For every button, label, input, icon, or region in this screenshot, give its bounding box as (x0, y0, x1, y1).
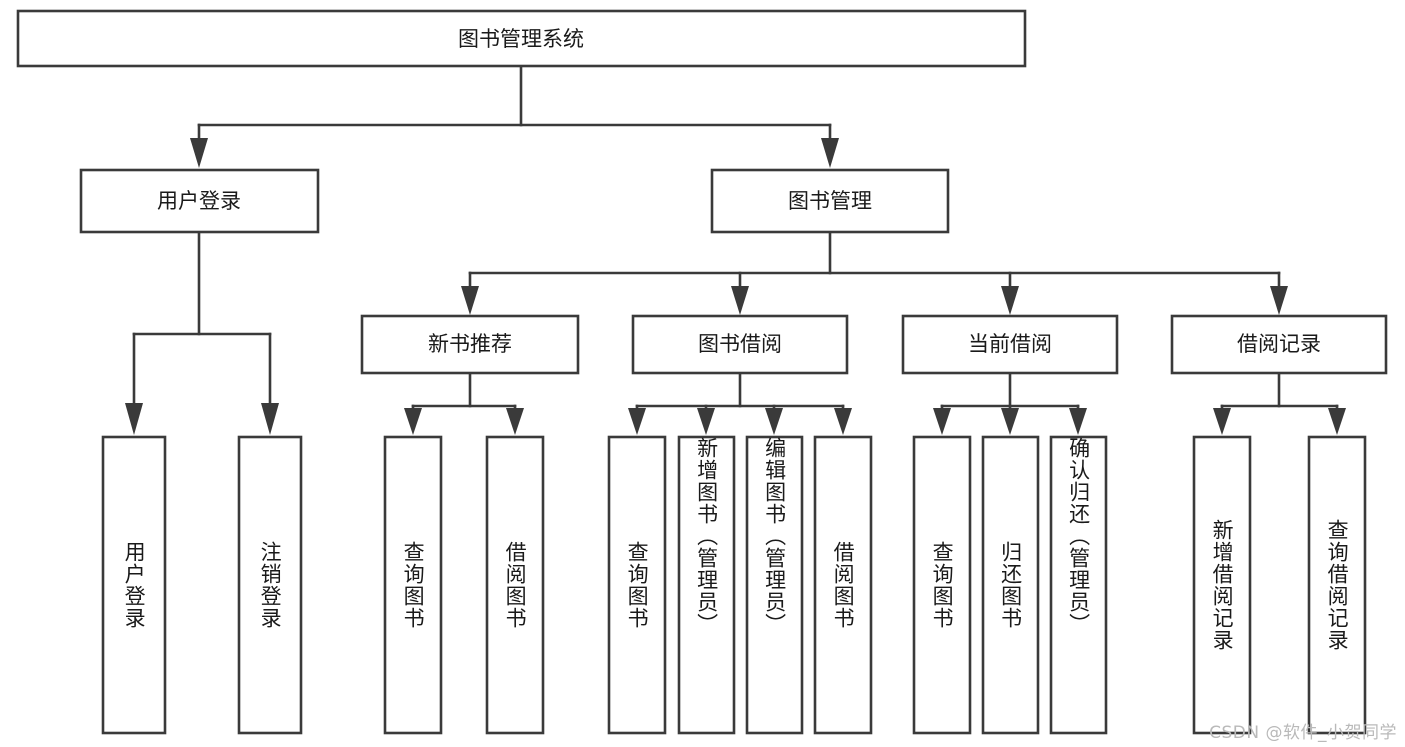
arrow-head-leaf-add-record (1213, 408, 1231, 435)
arrow-head-book-mgmt (821, 138, 839, 168)
leaf-box-borrow-book-1[interactable] (485, 435, 545, 735)
arrow-head-leaf-return-book (1001, 408, 1019, 435)
leaf-box-query-book-2[interactable] (607, 435, 667, 735)
node-current-borrowing-label: 当前借阅 (968, 332, 1052, 356)
node-root-label: 图书管理系统 (458, 27, 584, 51)
leaf-box-borrow-book-2[interactable] (813, 435, 873, 735)
leaf-box-return-book[interactable] (981, 435, 1040, 735)
arrow-head-leaf-borrow-book-2 (834, 408, 852, 435)
watermark-text: CSDN @软件_小贺同学 (1209, 723, 1397, 743)
node-user-login-label: 用户登录 (157, 189, 241, 213)
arrow-head-leaf-confirm-return (1069, 408, 1087, 435)
arrow-head-current-borrow (1001, 286, 1019, 315)
node-book-borrowing-label: 图书借阅 (698, 332, 782, 356)
node-borrowing-record[interactable] (1170, 314, 1388, 375)
leaf-box-user-login[interactable] (101, 435, 167, 735)
arrow-head-book-borrow (731, 286, 749, 315)
arrow-head-leaf-add-book (697, 408, 715, 435)
arrow-head-leaf-edit-book (765, 408, 783, 435)
node-new-book-recommendation[interactable] (360, 314, 580, 375)
arrow-head-leaf-logout (261, 403, 279, 435)
leaf-box-logout[interactable] (237, 435, 303, 735)
node-book-management[interactable] (710, 168, 950, 234)
leaf-box-query-book-1[interactable] (383, 435, 443, 735)
node-user-login[interactable] (79, 168, 320, 234)
arrow-head-leaf-query-book-3 (933, 408, 951, 435)
leaf-box-query-borrow-record[interactable] (1307, 435, 1367, 735)
node-book-management-label: 图书管理 (788, 189, 872, 213)
arrow-head-leaf-borrow-book-1 (506, 408, 524, 435)
leaf-box-add-book-admin[interactable] (677, 435, 736, 735)
arrow-head-leaf-user-login (125, 403, 143, 435)
leaf-box-query-book-3[interactable] (912, 435, 972, 735)
arrow-head-new-book-rec (461, 286, 479, 315)
node-root-book-management-system[interactable] (16, 9, 1027, 68)
leaf-box-add-borrow-record[interactable] (1192, 435, 1252, 735)
arrow-head-user-login (190, 138, 208, 168)
node-current-borrowing[interactable] (901, 314, 1119, 375)
leaf-box-edit-book-admin[interactable] (745, 435, 804, 735)
node-borrowing-record-label: 借阅记录 (1237, 332, 1321, 356)
arrow-head-leaf-query-book-2 (628, 408, 646, 435)
node-book-borrowing[interactable] (631, 314, 849, 375)
arrow-head-borrow-record (1270, 286, 1288, 315)
arrow-head-leaf-query-book-1 (404, 408, 422, 435)
node-new-book-recommendation-label: 新书推荐 (428, 332, 512, 356)
leaf-box-confirm-return-admin[interactable] (1049, 435, 1108, 735)
arrow-head-leaf-query-record (1328, 408, 1346, 435)
